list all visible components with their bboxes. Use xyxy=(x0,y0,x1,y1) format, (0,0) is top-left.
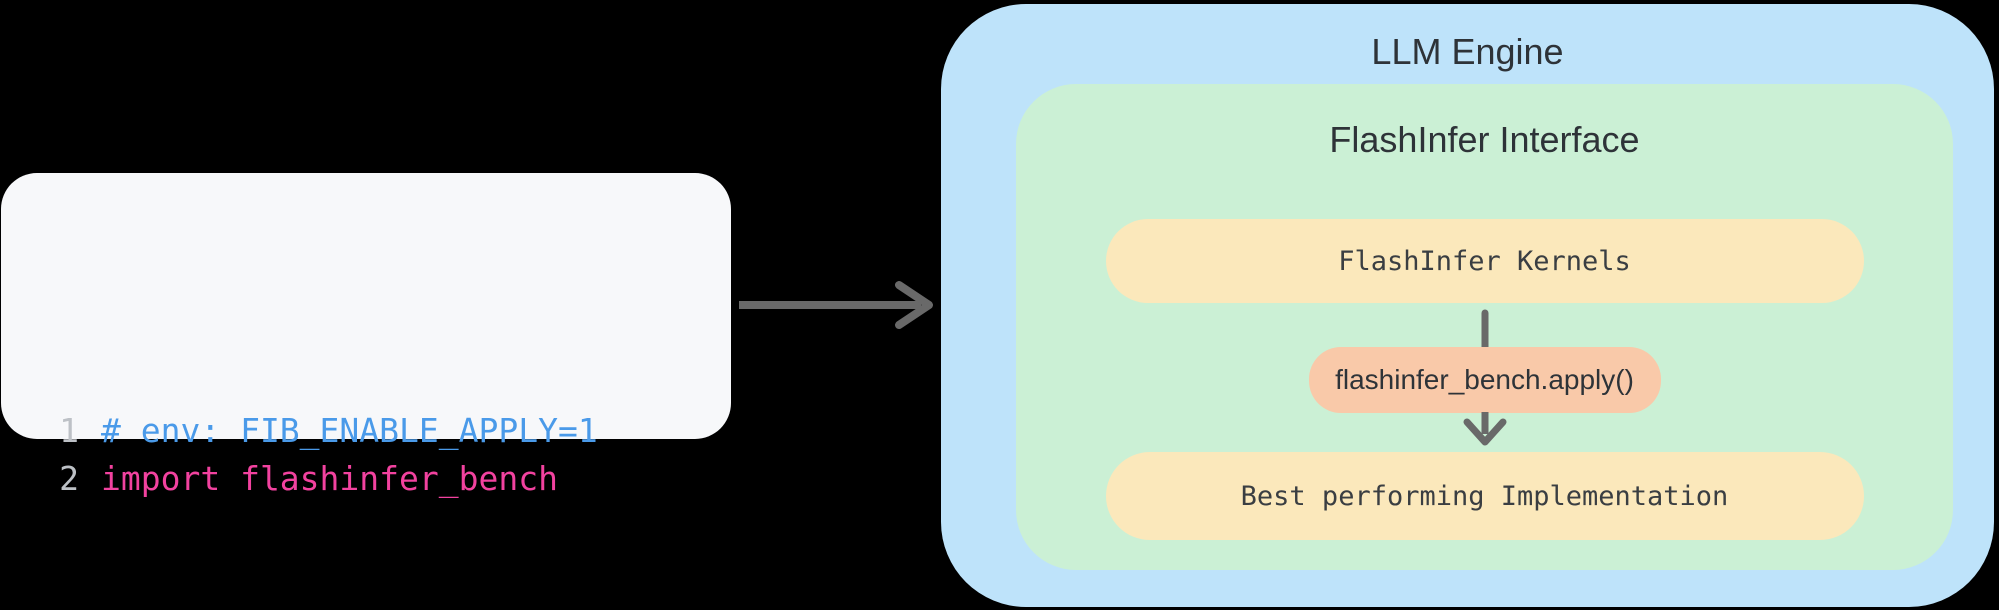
connector-line-down xyxy=(1481,309,1488,349)
code-line-2: 2 import flashinfer_bench xyxy=(43,455,598,503)
line-number-1: 1 xyxy=(59,411,79,450)
best-implementation-label: Best performing Implementation xyxy=(1240,480,1729,512)
flashinfer-interface-container: FlashInfer Interface FlashInfer Kernels … xyxy=(1016,84,1953,570)
code-lines: 1 # env: FIB_ENABLE_APPLY=1 2 import fla… xyxy=(43,407,598,503)
line-number-2: 2 xyxy=(59,459,79,498)
llm-engine-title: LLM Engine xyxy=(1371,31,1564,72)
apply-call-label: flashinfer_bench.apply() xyxy=(1335,364,1634,395)
flow-arrow-right-icon xyxy=(739,281,933,329)
flashinfer-kernels-node: FlashInfer Kernels xyxy=(1105,219,1864,303)
llm-engine-container: LLM Engine FlashInfer Interface FlashInf… xyxy=(941,4,1994,607)
code-text-import-statement: import flashinfer_bench xyxy=(101,459,558,498)
best-implementation-node: Best performing Implementation xyxy=(1105,452,1864,540)
flashinfer-kernels-label: FlashInfer Kernels xyxy=(1338,245,1631,277)
code-snippet-panel: 1 # env: FIB_ENABLE_APPLY=1 2 import fla… xyxy=(1,173,731,498)
code-line-1: 1 # env: FIB_ENABLE_APPLY=1 xyxy=(43,407,598,455)
flow-arrow-down-icon xyxy=(1463,412,1506,446)
flashinfer-interface-title: FlashInfer Interface xyxy=(1329,119,1640,160)
apply-call-node: flashinfer_bench.apply() xyxy=(1308,347,1661,413)
code-text-env-comment: # env: FIB_ENABLE_APPLY=1 xyxy=(101,411,598,450)
